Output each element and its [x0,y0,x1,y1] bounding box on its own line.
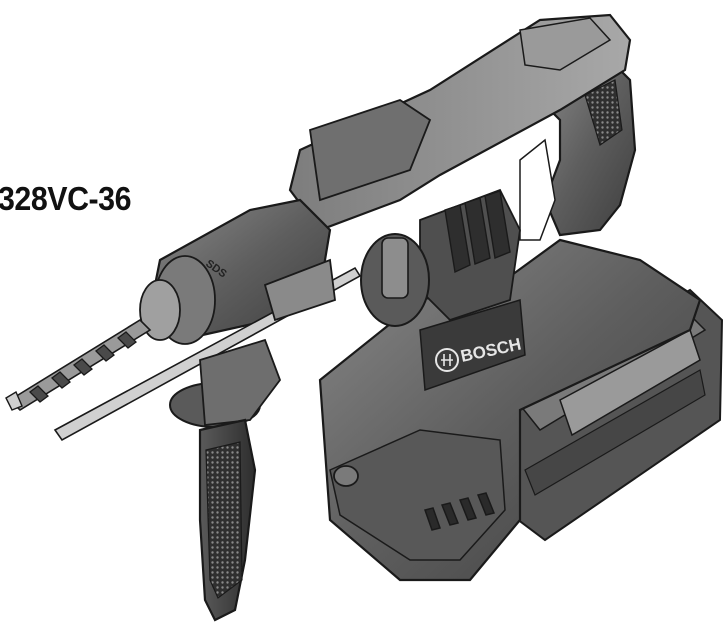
bosch-logo-icon [435,348,459,372]
mode-selector [360,188,521,327]
top-housing [288,13,632,232]
lower-vents [424,492,496,531]
drill-bit-icon [5,318,152,412]
work-light-icon [333,465,359,487]
grip-texture [584,79,623,146]
housing-band [309,99,432,202]
top-cap [519,17,612,71]
model-label: 328VC-36 [0,180,132,217]
depth-gauge-icon [53,258,362,442]
side-grip-texture [205,441,243,599]
side-handle-icon [169,338,282,622]
